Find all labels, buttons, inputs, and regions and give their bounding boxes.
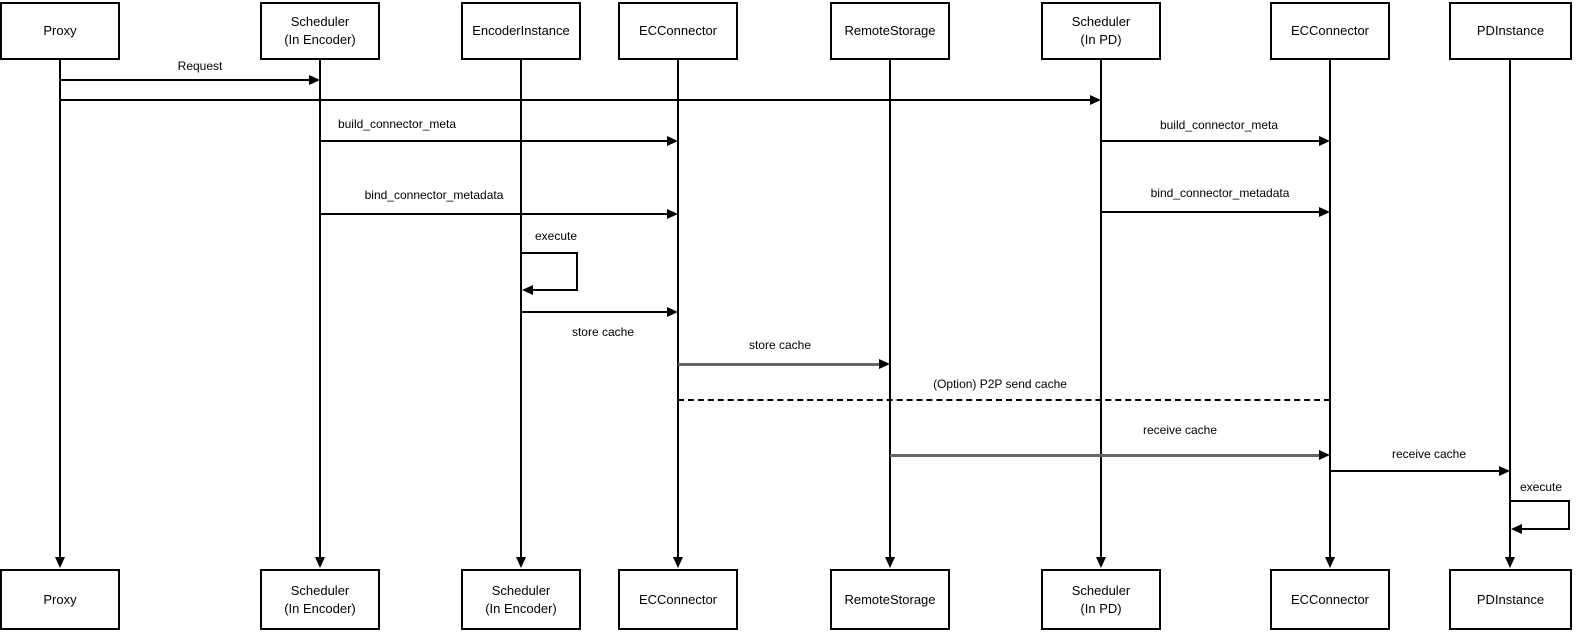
message-label: build_connector_meta	[335, 117, 459, 131]
actor-box-bottom: PDInstance	[1449, 569, 1572, 630]
actor-box-top: RemoteStorage	[830, 2, 950, 60]
lifeline	[520, 60, 522, 558]
arrowhead-down-icon	[673, 557, 683, 568]
actor-box-bottom: Scheduler (In Encoder)	[260, 569, 380, 630]
lifeline	[889, 60, 891, 558]
arrowhead-right-icon	[1319, 207, 1330, 217]
arrowhead-right-icon	[309, 75, 320, 85]
actor-label: ECConnector	[638, 23, 718, 39]
message-line	[521, 311, 672, 313]
message-line	[320, 213, 672, 215]
arrowhead-down-icon	[315, 557, 325, 568]
arrowhead-right-icon	[667, 136, 678, 146]
message-line	[60, 79, 314, 81]
self-loop-top-line	[522, 252, 578, 254]
actor-label: Scheduler (In PD)	[1071, 14, 1131, 47]
arrowhead-down-icon	[1325, 557, 1335, 568]
message-label: Request	[175, 59, 225, 73]
lifeline	[1329, 60, 1331, 558]
actor-label: Proxy	[43, 591, 77, 607]
message-line	[678, 363, 884, 366]
actor-box-bottom: ECConnector	[1270, 569, 1390, 630]
arrowhead-right-icon	[667, 209, 678, 219]
self-loop-label: execute	[1517, 480, 1565, 494]
message-line-dashed	[678, 399, 1330, 401]
actor-label: Scheduler (In Encoder)	[284, 14, 356, 47]
message-line	[1330, 470, 1504, 472]
arrowhead-right-icon	[1319, 450, 1330, 460]
actor-label: RemoteStorage	[844, 591, 936, 607]
arrowhead-down-icon	[55, 557, 65, 568]
arrowhead-right-icon	[1090, 95, 1101, 105]
arrowhead-down-icon	[885, 557, 895, 568]
self-loop-label: execute	[532, 229, 580, 243]
lifeline	[1509, 60, 1511, 558]
lifeline	[319, 60, 321, 558]
message-line	[890, 454, 1324, 457]
message-label: receive cache	[1140, 423, 1220, 437]
self-loop-bottom-line	[1522, 528, 1570, 530]
message-line	[320, 140, 672, 142]
actor-box-top: Scheduler (In Encoder)	[260, 2, 380, 60]
message-label: build_connector_meta	[1157, 118, 1281, 132]
actor-box-top: Scheduler (In PD)	[1041, 2, 1161, 60]
arrowhead-right-icon	[1319, 136, 1330, 146]
message-label: store cache	[746, 338, 814, 352]
message-line	[1101, 140, 1324, 142]
actor-box-top: PDInstance	[1449, 2, 1572, 60]
message-line	[1101, 211, 1324, 213]
lifeline	[59, 60, 61, 558]
actor-label: PDInstance	[1476, 591, 1545, 607]
lifeline	[677, 60, 679, 558]
message-label: bind_connector_metadata	[1148, 186, 1292, 200]
self-loop-right-line	[576, 252, 578, 291]
actor-label: Scheduler (In PD)	[1071, 582, 1131, 616]
lifeline	[1100, 60, 1102, 558]
self-loop-right-line	[1568, 500, 1570, 530]
arrowhead-down-icon	[1505, 557, 1515, 568]
actor-box-bottom: Scheduler (In Encoder)	[461, 569, 581, 630]
message-label: store cache	[569, 325, 637, 339]
message-line	[60, 99, 1095, 101]
actor-box-bottom: Scheduler (In PD)	[1041, 569, 1161, 630]
arrowhead-left-icon	[1511, 524, 1522, 534]
arrowhead-down-icon	[516, 557, 526, 568]
actor-label: Scheduler (In Encoder)	[284, 582, 356, 616]
actor-box-top: ECConnector	[618, 2, 738, 60]
arrowhead-right-icon	[1499, 466, 1510, 476]
actor-label: ECConnector	[1290, 591, 1370, 607]
message-label: bind_connector_metadata	[362, 188, 506, 202]
actor-label: PDInstance	[1476, 23, 1545, 39]
arrowhead-right-icon	[879, 359, 890, 369]
actor-box-bottom: RemoteStorage	[830, 569, 950, 630]
actor-box-bottom: ECConnector	[618, 569, 738, 630]
actor-label: EncoderInstance	[472, 23, 570, 39]
arrowhead-right-icon	[667, 307, 678, 317]
self-loop-top-line	[1511, 500, 1570, 502]
actor-box-top: Proxy	[0, 2, 120, 60]
actor-box-top: EncoderInstance	[461, 2, 581, 60]
self-loop-bottom-line	[533, 289, 578, 291]
actor-box-bottom: Proxy	[0, 569, 120, 630]
actor-label: Proxy	[43, 23, 77, 39]
actor-label: Scheduler (In Encoder)	[485, 582, 557, 616]
actor-label: ECConnector	[638, 591, 718, 607]
message-label: (Option) P2P send cache	[931, 377, 1069, 391]
arrowhead-left-icon	[522, 285, 533, 295]
actor-label: RemoteStorage	[844, 23, 936, 39]
actor-label: ECConnector	[1290, 23, 1370, 39]
arrowhead-down-icon	[1096, 557, 1106, 568]
actor-box-top: ECConnector	[1270, 2, 1390, 60]
message-label: receive cache	[1389, 447, 1469, 461]
